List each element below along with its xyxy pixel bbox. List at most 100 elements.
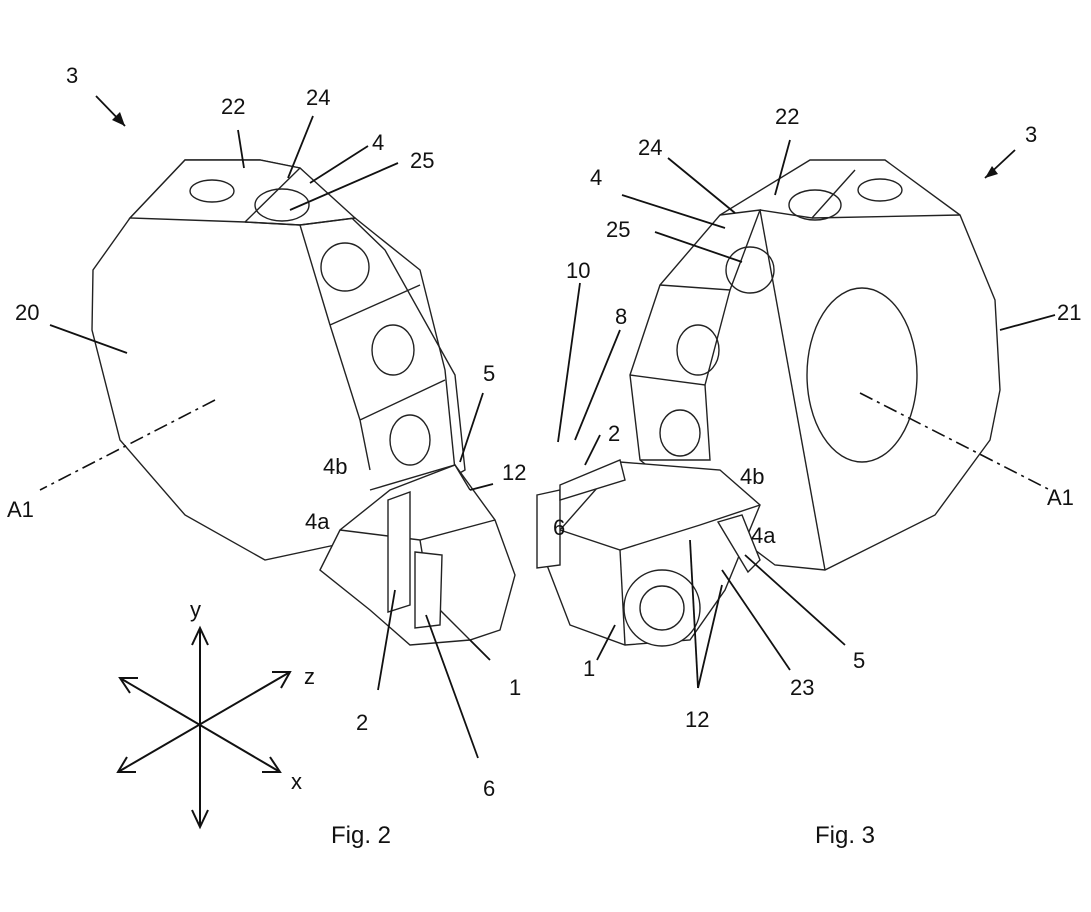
leader [49,324,128,354]
fig3-label-24: 24 [638,135,662,160]
leader [667,157,736,214]
fig3-axis-a1 [859,392,1051,491]
fig3-panel-edge [640,384,711,461]
leader [721,569,791,671]
x-axis-arrow-back [118,677,138,694]
fig3-label-4b: 4b [740,464,764,489]
fig2-labels: 3 22 24 4 25 20 A1 5 12 4b 4a 2 6 1 Fig.… [7,63,526,849]
fig2-label-25: 25 [410,148,434,173]
fig2-panel-edges [244,217,456,471]
fig2-label-a1: A1 [7,497,34,522]
axis-label-y: y [190,597,201,622]
z-axis-line [117,671,291,773]
fig2-label-12: 12 [502,460,526,485]
leader [596,624,616,661]
leader [689,539,699,689]
fig2-label-4: 4 [372,130,384,155]
fig3-plate-2 [559,459,626,501]
leader [774,139,791,196]
fig3-caption: Fig. 3 [815,822,875,849]
leader [574,329,621,441]
y-axis-arrow-bottom [191,809,209,830]
axis-label-z: z [304,664,315,689]
fig2-panel-line [244,167,301,223]
leader [654,231,743,263]
fig3-hole [725,246,775,294]
fig2-ring-top-band [128,159,357,226]
fig2-hole [254,188,310,222]
fig2-label-4a: 4a [305,509,330,534]
fig3-label-4: 4 [590,165,602,190]
fig3-panel-edge [659,209,762,291]
fig3-label-a1: A1 [1047,485,1074,510]
fig3-panel-edge [811,214,961,219]
fig3-label-1: 1 [583,656,595,681]
leader [287,115,314,179]
fig3-arrowhead-3 [985,166,998,178]
fig3-label-6: 6 [553,515,565,540]
fig3-hole [857,178,903,202]
fig3-rail-5 [716,514,761,574]
fig2-drawing [39,159,516,646]
leader [469,483,494,491]
axis-label-x: x [291,769,302,794]
fig3-label-10: 10 [566,258,590,283]
fig3-label-22: 22 [775,104,799,129]
fig3-hole [659,409,701,457]
fig2-label-4b: 4b [323,454,347,479]
fig3-label-8: 8 [615,304,627,329]
fig3-label-23: 23 [790,675,814,700]
fig2-plate-2 [387,491,411,613]
leader [425,614,479,759]
leader [621,194,726,229]
fig3-hole [676,324,720,376]
fig2-block-edge [369,464,471,491]
fig3-label-5: 5 [853,648,865,673]
fig3-label-4a: 4a [751,523,776,548]
leader-lines [49,95,1056,759]
fig2-plate-6 [414,551,443,629]
fig2-caption: Fig. 2 [331,822,391,849]
fig2-panel-line [329,324,361,421]
fig2-label-20: 20 [15,300,39,325]
fig3-label-2: 2 [608,421,620,446]
leader [557,282,581,443]
fig3-label-21: 21 [1057,300,1081,325]
fig2-panel-line [359,379,446,421]
fig3-drawing [536,159,1051,647]
leader [697,584,723,689]
z-axis-arrow-front [272,671,292,689]
leader [237,129,245,169]
leader [584,434,601,466]
fig3-nozzle-inner [639,585,685,631]
fig3-block-edge [559,504,761,551]
fig3-labels: 3 22 24 4 25 10 8 2 6 4b 21 A1 4a 1 5 23… [553,104,1081,849]
fig3-plate-6 [536,489,561,569]
fig3-label-12: 12 [685,707,709,732]
y-axis-arrow-top [191,625,209,646]
fig3-block-edge [619,549,626,646]
fig2-label-1: 1 [509,675,521,700]
fig2-hole [189,179,235,203]
fig2-hole [389,414,431,466]
x-axis-arrow-front [262,756,282,773]
fig2-label-6: 6 [483,776,495,801]
fig2-label-24: 24 [306,85,330,110]
fig2-label-5: 5 [483,361,495,386]
fig3-panel-edge [759,209,826,571]
fig2-hole [371,324,415,376]
fig3-label-3: 3 [1025,122,1037,147]
coordinate-axes: y z x [116,597,315,830]
fig2-axis-a1 [39,399,216,491]
fig2-arrowhead-3 [112,112,125,126]
leader [309,145,369,184]
z-axis-arrow-back [116,756,136,773]
leader [289,162,399,211]
fig2-panel-line [329,284,421,326]
fig2-hole [320,242,370,292]
fig3-hole [788,189,842,221]
fig3-central-bore [806,287,918,463]
fig2-panel-line [299,224,331,326]
